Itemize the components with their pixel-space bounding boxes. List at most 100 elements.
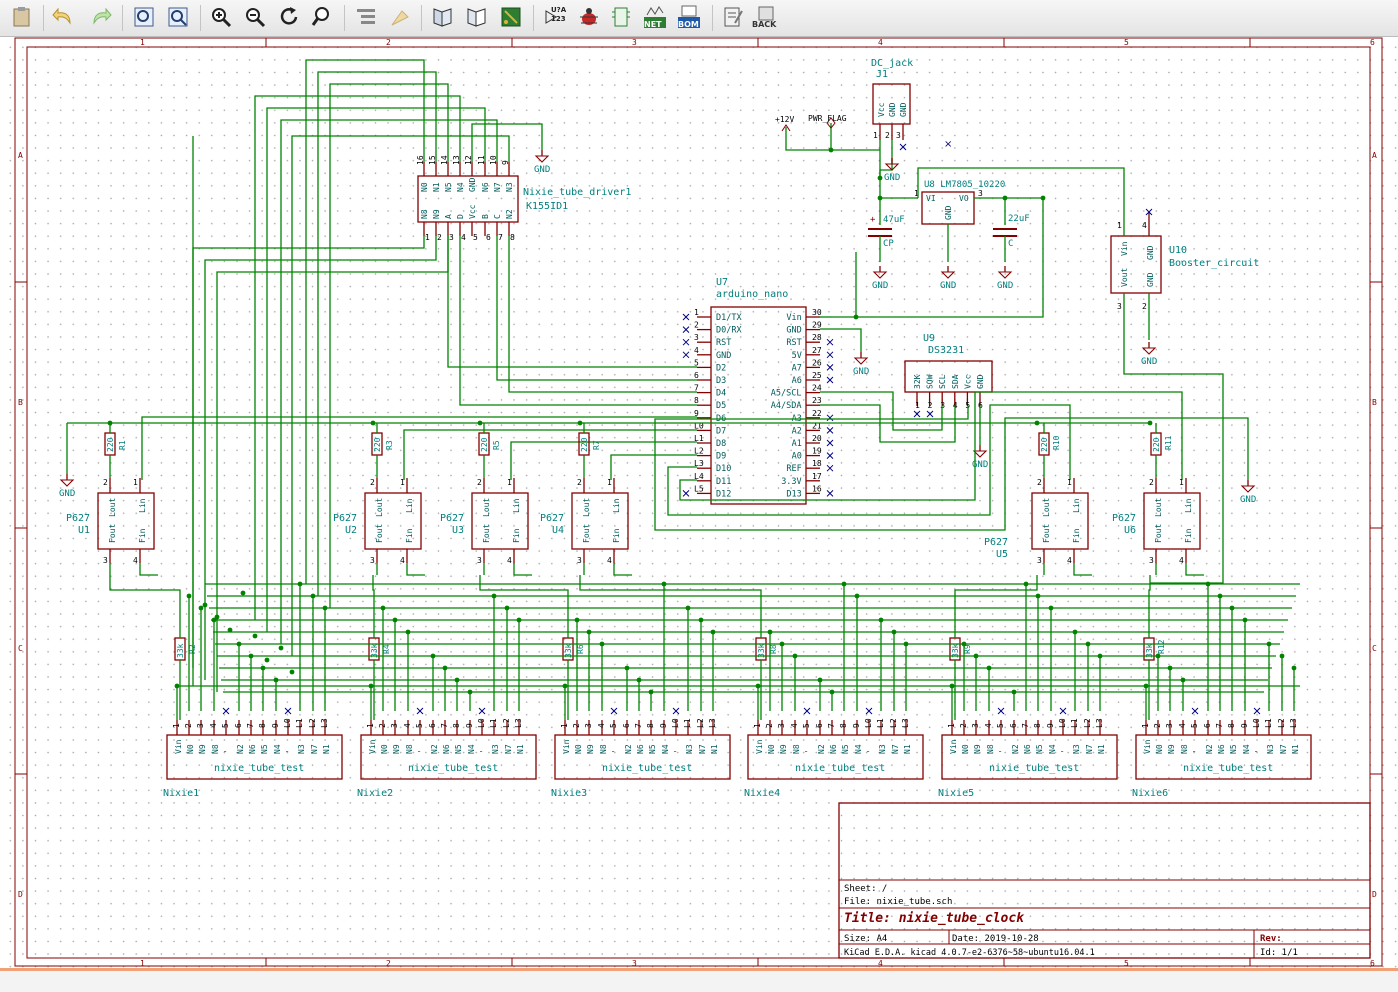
row-label: B — [18, 398, 23, 407]
pin-number: 9 — [1046, 723, 1055, 728]
back-button[interactable]: BACK — [752, 3, 780, 31]
pin-number: L1 — [489, 718, 498, 728]
undo-button[interactable] — [50, 3, 78, 31]
title-sheet: Sheet: / — [844, 884, 887, 894]
pin-number: L1 — [1070, 718, 1079, 728]
booster-pin: GND — [1146, 272, 1155, 287]
wire — [471, 123, 543, 162]
zoom-page-button[interactable] — [130, 3, 158, 31]
annotate-button[interactable]: U?A 123 — [541, 3, 569, 31]
wire — [266, 107, 486, 632]
nixie-pin: Vin — [755, 739, 764, 754]
zoom-in-button[interactable] — [207, 3, 235, 31]
arduino-left-pin: D8 — [716, 439, 726, 449]
wire — [406, 563, 425, 576]
pin-number: 4 — [209, 723, 218, 728]
nixie-pin: N2 — [430, 744, 439, 754]
resistor-ref: R12 — [1157, 639, 1166, 654]
no-connect-mark — [416, 707, 424, 715]
pin-number: 4 — [400, 556, 405, 565]
junction — [1180, 677, 1186, 683]
arduino-left-pin: D11 — [716, 477, 731, 487]
library-editor-button[interactable] — [429, 3, 457, 31]
annotate-icon — [545, 10, 557, 24]
no-connect-mark — [899, 143, 907, 151]
pin-number: 3 — [896, 131, 901, 140]
bom-label: BOM — [678, 20, 699, 29]
redo-button[interactable] — [86, 3, 114, 31]
nixie-pin: Vin — [1143, 739, 1152, 754]
opto-body — [1143, 492, 1201, 550]
netlist-button[interactable]: NET — [641, 3, 669, 31]
zoom-fit-button[interactable] — [164, 3, 192, 31]
opto-value: P627 — [333, 513, 357, 524]
library-browser-button[interactable] — [463, 3, 491, 31]
gnd-symbol — [997, 271, 1013, 279]
pin-number: 3 — [584, 723, 593, 728]
leave-sheet-icon — [391, 10, 409, 26]
wire — [513, 563, 532, 576]
junction — [380, 605, 386, 611]
arduino-left-pin: GND — [716, 351, 731, 361]
back-label: BACK — [752, 20, 777, 29]
wire — [254, 95, 461, 620]
arduino-right-pin: 5V — [792, 351, 802, 361]
junction — [1072, 629, 1078, 635]
redraw-button[interactable] — [275, 3, 303, 31]
wire — [785, 127, 880, 151]
paste-button[interactable] — [8, 3, 36, 31]
arduino-left-pin: D7 — [716, 426, 726, 436]
erc-button[interactable] — [575, 3, 603, 31]
zoom-selection-button[interactable] — [308, 3, 336, 31]
nixie-pin: N3 — [878, 744, 887, 754]
wire — [496, 236, 697, 381]
junction — [264, 657, 270, 663]
no-connect-mark — [682, 351, 690, 359]
cap-cp-ref: CP — [883, 239, 894, 249]
pin-number: 1 — [1067, 478, 1072, 487]
no-connect-mark — [1191, 707, 1199, 715]
resistor-ref: R9 — [963, 644, 972, 654]
nixie-pin: N4 — [661, 744, 670, 754]
driver-pin: N6 — [481, 182, 490, 192]
leave-sheet-button[interactable] — [386, 3, 414, 31]
pin-number: 4 — [984, 723, 993, 728]
pin-number: 1 — [133, 478, 138, 487]
nixie-body — [1135, 734, 1312, 780]
junction — [278, 645, 284, 651]
pin-number: 3 — [940, 401, 945, 410]
dc-jack-pin: GND — [888, 102, 897, 117]
edit-fields-button[interactable] — [719, 3, 747, 31]
pin-number: 4 — [461, 233, 466, 242]
pin-number: 4 — [403, 723, 412, 728]
opto-ref: U1 — [78, 525, 90, 536]
pin-number: 5 — [802, 723, 811, 728]
junction — [986, 665, 992, 671]
booster-pin: GND — [1146, 245, 1155, 260]
cvpcb-button[interactable] — [607, 3, 635, 31]
resistor-ref: R3 — [385, 440, 394, 450]
resistor-value: 33k — [370, 643, 379, 658]
pin-number: 2 — [1037, 478, 1042, 487]
bom-button[interactable]: BOM — [675, 3, 703, 31]
hierarchy-navigator-button[interactable] — [352, 3, 380, 31]
nixie-pin: N3 — [685, 744, 694, 754]
pin-number: 1 — [507, 478, 512, 487]
opto-ref: U6 — [1124, 525, 1136, 536]
opto-ref: U5 — [996, 549, 1008, 560]
resistor-ref: R5 — [492, 440, 501, 450]
pin-number: 1 — [1141, 723, 1150, 728]
junction — [1229, 605, 1235, 611]
arduino-ref: U7 — [716, 277, 728, 288]
zoom-out-button[interactable] — [241, 3, 269, 31]
pcb-button[interactable] — [497, 3, 525, 31]
nixie-pin: ' — [285, 749, 294, 754]
junction — [186, 593, 192, 599]
pin-number: L2 — [502, 718, 511, 728]
arduino-right-pin: GND — [786, 326, 801, 336]
junction — [370, 420, 376, 426]
opto-body — [471, 492, 529, 550]
junction — [240, 590, 246, 596]
